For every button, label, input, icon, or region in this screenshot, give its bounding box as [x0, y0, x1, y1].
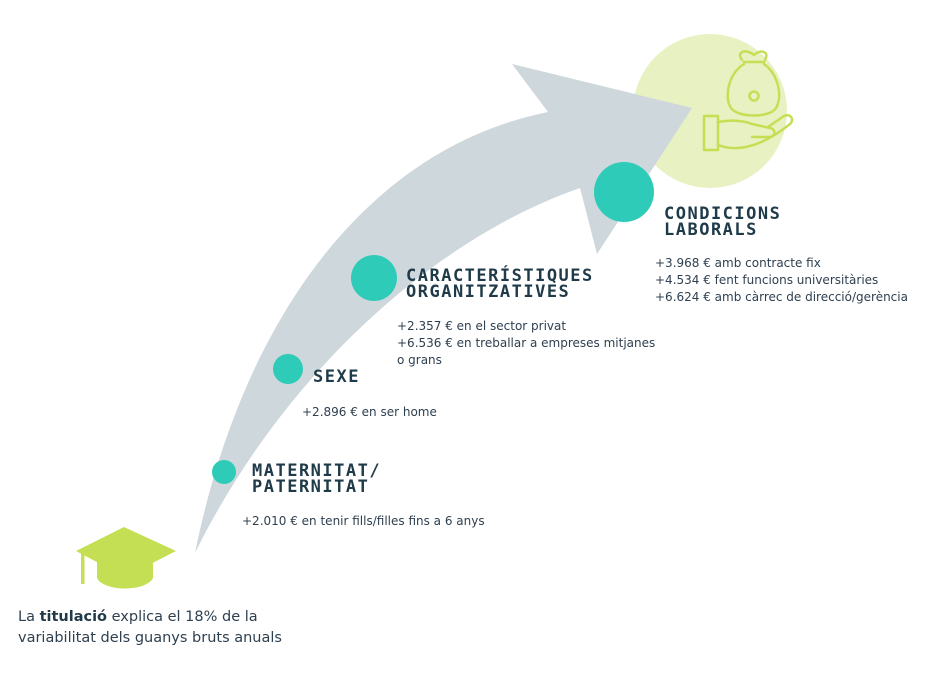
caption-rest: explica el 18% de la — [107, 609, 258, 625]
progress-arrow — [195, 64, 692, 553]
step-title-line: CONDICIONS — [664, 204, 782, 224]
detail-line: +3.968 € amb contracte fix — [655, 256, 821, 270]
hand-holding-money-bag-icon — [702, 50, 794, 152]
step-detail-laborals: +3.968 € amb contracte fix +4.534 € fent… — [655, 255, 908, 306]
step-title-maternitat: MATERNITAT/ PATERNITAT — [252, 461, 382, 497]
detail-line: +2.896 € en ser home — [302, 405, 437, 419]
step-detail-sexe: +2.896 € en ser home — [302, 404, 437, 421]
step-dot-maternitat — [212, 460, 236, 484]
step-dot-sexe — [273, 354, 303, 384]
goal-circle — [633, 34, 787, 188]
detail-line: +2.357 € en el sector privat — [397, 319, 567, 333]
step-title-line: CARACTERÍSTIQUES — [406, 266, 594, 286]
step-title-line: LABORALS — [664, 220, 758, 240]
step-title-laborals: CONDICIONS LABORALS — [664, 204, 782, 240]
detail-line: o grans — [397, 353, 442, 367]
step-title-line: PATERNITAT — [252, 477, 370, 497]
step-dot-laborals — [594, 162, 654, 222]
step-detail-maternitat: +2.010 € en tenir fills/filles fins a 6 … — [242, 513, 485, 530]
graduation-cap-icon — [76, 527, 176, 589]
step-title-sexe: SEXE — [313, 367, 360, 387]
detail-line: +4.534 € fent funcions universitàries — [655, 273, 879, 287]
step-title-line: ORGANITZATIVES — [406, 282, 571, 302]
detail-line: +6.536 € en treballar a empreses mitjane… — [397, 336, 656, 350]
step-detail-organitzatives: +2.357 € en el sector privat +6.536 € en… — [397, 318, 655, 369]
step-title-line: SEXE — [313, 367, 360, 387]
caption-line-2: variabilitat dels guanys bruts anuals — [18, 630, 282, 646]
step-dot-organitzatives — [351, 255, 397, 301]
detail-line: +2.010 € en tenir fills/filles fins a 6 … — [242, 514, 485, 528]
caption-prefix: La — [18, 609, 40, 625]
detail-line: +6.624 € amb càrrec de direcció/gerència — [655, 290, 908, 304]
step-title-line: MATERNITAT/ — [252, 461, 382, 481]
caption-highlight: titulació — [39, 609, 108, 625]
step-title-organitzatives: CARACTERÍSTIQUES ORGANITZATIVES — [406, 266, 594, 302]
caption: La titulació explica el 18% de la variabi… — [18, 607, 282, 649]
